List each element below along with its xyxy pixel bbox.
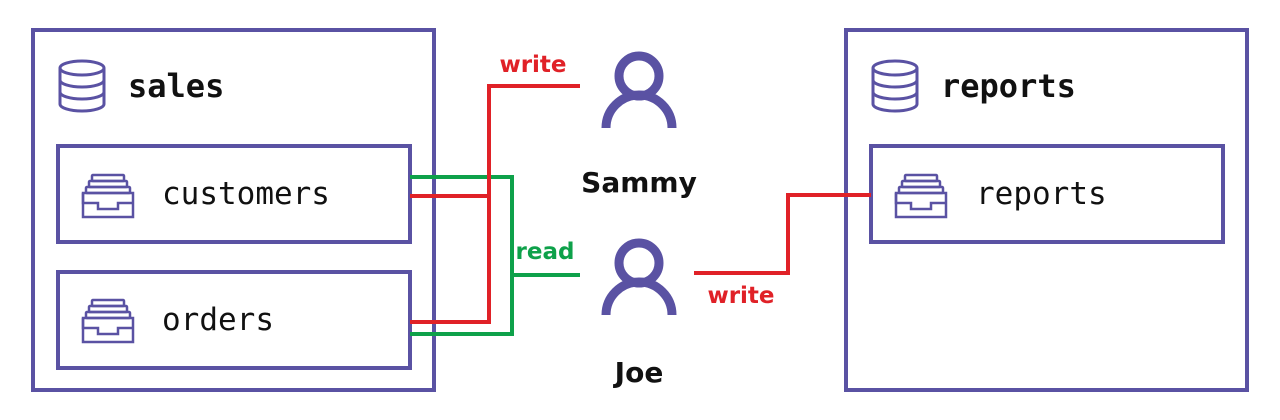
- database-icon: [871, 59, 919, 113]
- joe-write-label: write: [707, 283, 774, 309]
- orders-table-label: orders: [162, 302, 274, 338]
- table-tray-icon: [81, 298, 135, 344]
- sammy-write-orders-line: [410, 196, 491, 324]
- customers-table-label: customers: [162, 176, 330, 212]
- joe-read-label: read: [516, 239, 575, 265]
- reports-database-title: reports: [941, 67, 1076, 105]
- user-icon: [606, 56, 672, 128]
- sammy-write-label: write: [499, 52, 566, 78]
- sammy-write-customers-line: [410, 84, 580, 198]
- joe-user-label: Joe: [613, 356, 664, 389]
- user-icon: [606, 243, 672, 315]
- sales-database-box: [31, 28, 436, 392]
- reports-table-label: reports: [976, 176, 1107, 212]
- joe-read-orders-line: [410, 275, 514, 336]
- joe-write-reports-line: [694, 193, 871, 275]
- sales-database-title: sales: [128, 67, 224, 105]
- table-tray-icon: [894, 173, 948, 219]
- table-tray-icon: [81, 173, 135, 219]
- database-icon: [58, 59, 106, 113]
- joe-read-customers-line: [410, 175, 580, 277]
- sammy-user-label: Sammy: [581, 166, 697, 199]
- reports-database-box: [844, 28, 1249, 392]
